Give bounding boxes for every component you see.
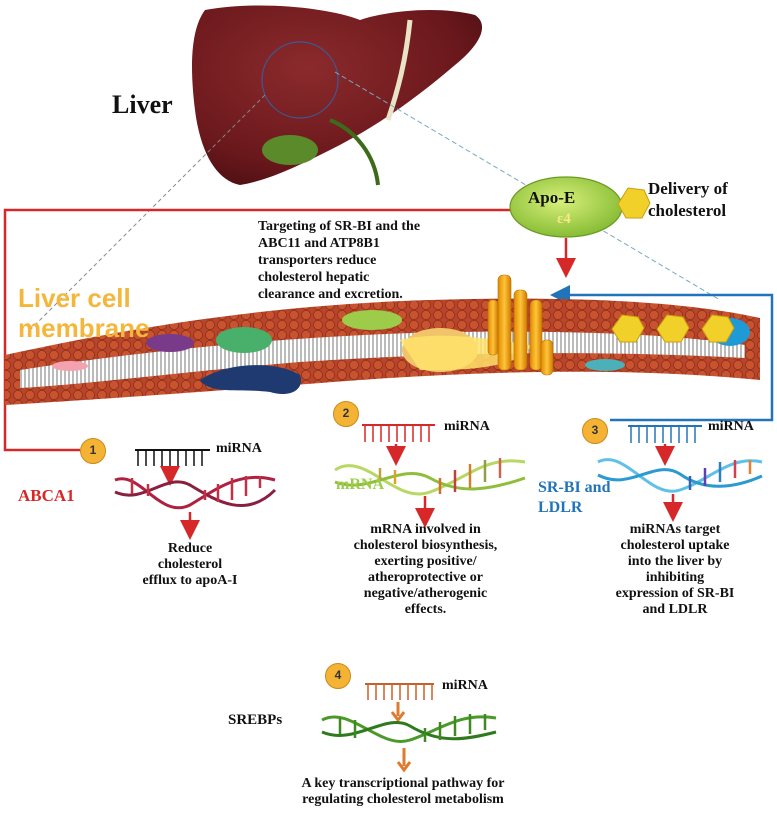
effect-line: Reduce [167,541,213,556]
targeting-note: Targeting of SR-BI and the ABC11 and ATP… [258,218,420,303]
pathway-4-graphic [321,683,497,773]
mirna-label-2: miRNA [444,419,490,434]
srbi-line-2: LDLR [538,499,583,516]
effect-line: efflux to apoA-I [142,573,238,588]
step-2-badge: 2 [333,401,359,427]
targeting-line: clearance and excretion. [258,287,403,302]
membrane-line-1: Liver cell [18,283,131,313]
effect-line: effects. [404,602,447,617]
targeting-line: Targeting of SR-BI and the [258,219,421,234]
srebps-label: SREBPs [228,712,283,728]
pathway-3-effect: miRNAs target cholesterol uptake into th… [590,522,760,618]
pathway-2-graphic [334,424,526,528]
epsilon4-label: ε4 [557,211,571,227]
effect-line: mRNA involved in [370,522,481,537]
effect-line: cholesterol biosynthesis, [353,538,498,553]
srbi-ldlr-label: SR-BI and LDLR [538,478,610,518]
effect-line: into the liver by [627,554,723,569]
effect-line: expression of SR-BI [615,586,735,601]
effect-line: cholesterol uptake [620,538,730,553]
srbi-line-1: SR-BI and [538,479,611,496]
pathway-4-effect: A key transcriptional pathway for regula… [268,776,538,808]
membrane-line-2: membrane [18,313,150,343]
abca1-label: ABCA1 [18,486,75,505]
targeting-line: cholesterol hepatic [258,270,370,285]
effect-line: miRNAs target [629,522,721,537]
effect-line: inhibiting [645,570,705,585]
liver-cell-membrane-label: Liver cell membrane [18,283,150,343]
effect-line: and LDLR [642,602,708,617]
mirna-label-4: miRNA [442,678,488,693]
pathway-3-graphic [597,425,763,522]
liver-label: Liver [112,90,173,119]
apo-e-label: Apo-E [528,188,576,207]
delivery-label: Delivery of cholesterol [648,178,728,222]
liver-illustration [29,5,721,331]
mirna-label-1: miRNA [216,441,262,456]
step-1-badge: 1 [80,438,106,464]
effect-line: exerting positive/ [374,554,477,569]
step-3-badge: 3 [582,418,608,444]
pathway-2-effect: mRNA involved in cholesterol biosynthesi… [318,522,533,618]
effect-line: cholesterol [157,557,223,572]
effect-line: atheroprotective or [368,570,483,585]
mrna-label: mRNA [336,476,384,493]
pathway-1-effect: Reduce cholesterol efflux to apoA-I [120,541,260,589]
mirna-label-3: miRNA [708,419,754,434]
effect-line: A key transcriptional pathway for [301,776,505,791]
delivery-line-2: cholesterol [648,201,727,220]
targeting-line: transporters reduce [258,253,377,268]
pathway-1-graphic [114,449,277,540]
effect-line: negative/atherogenic [363,586,488,601]
effect-line: regulating cholesterol metabolism [302,792,504,807]
step-4-badge: 4 [325,663,351,689]
targeting-line: ABC11 and ATP8B1 [258,236,380,251]
membrane-graphic [5,274,760,405]
delivery-line-1: Delivery of [648,179,728,198]
